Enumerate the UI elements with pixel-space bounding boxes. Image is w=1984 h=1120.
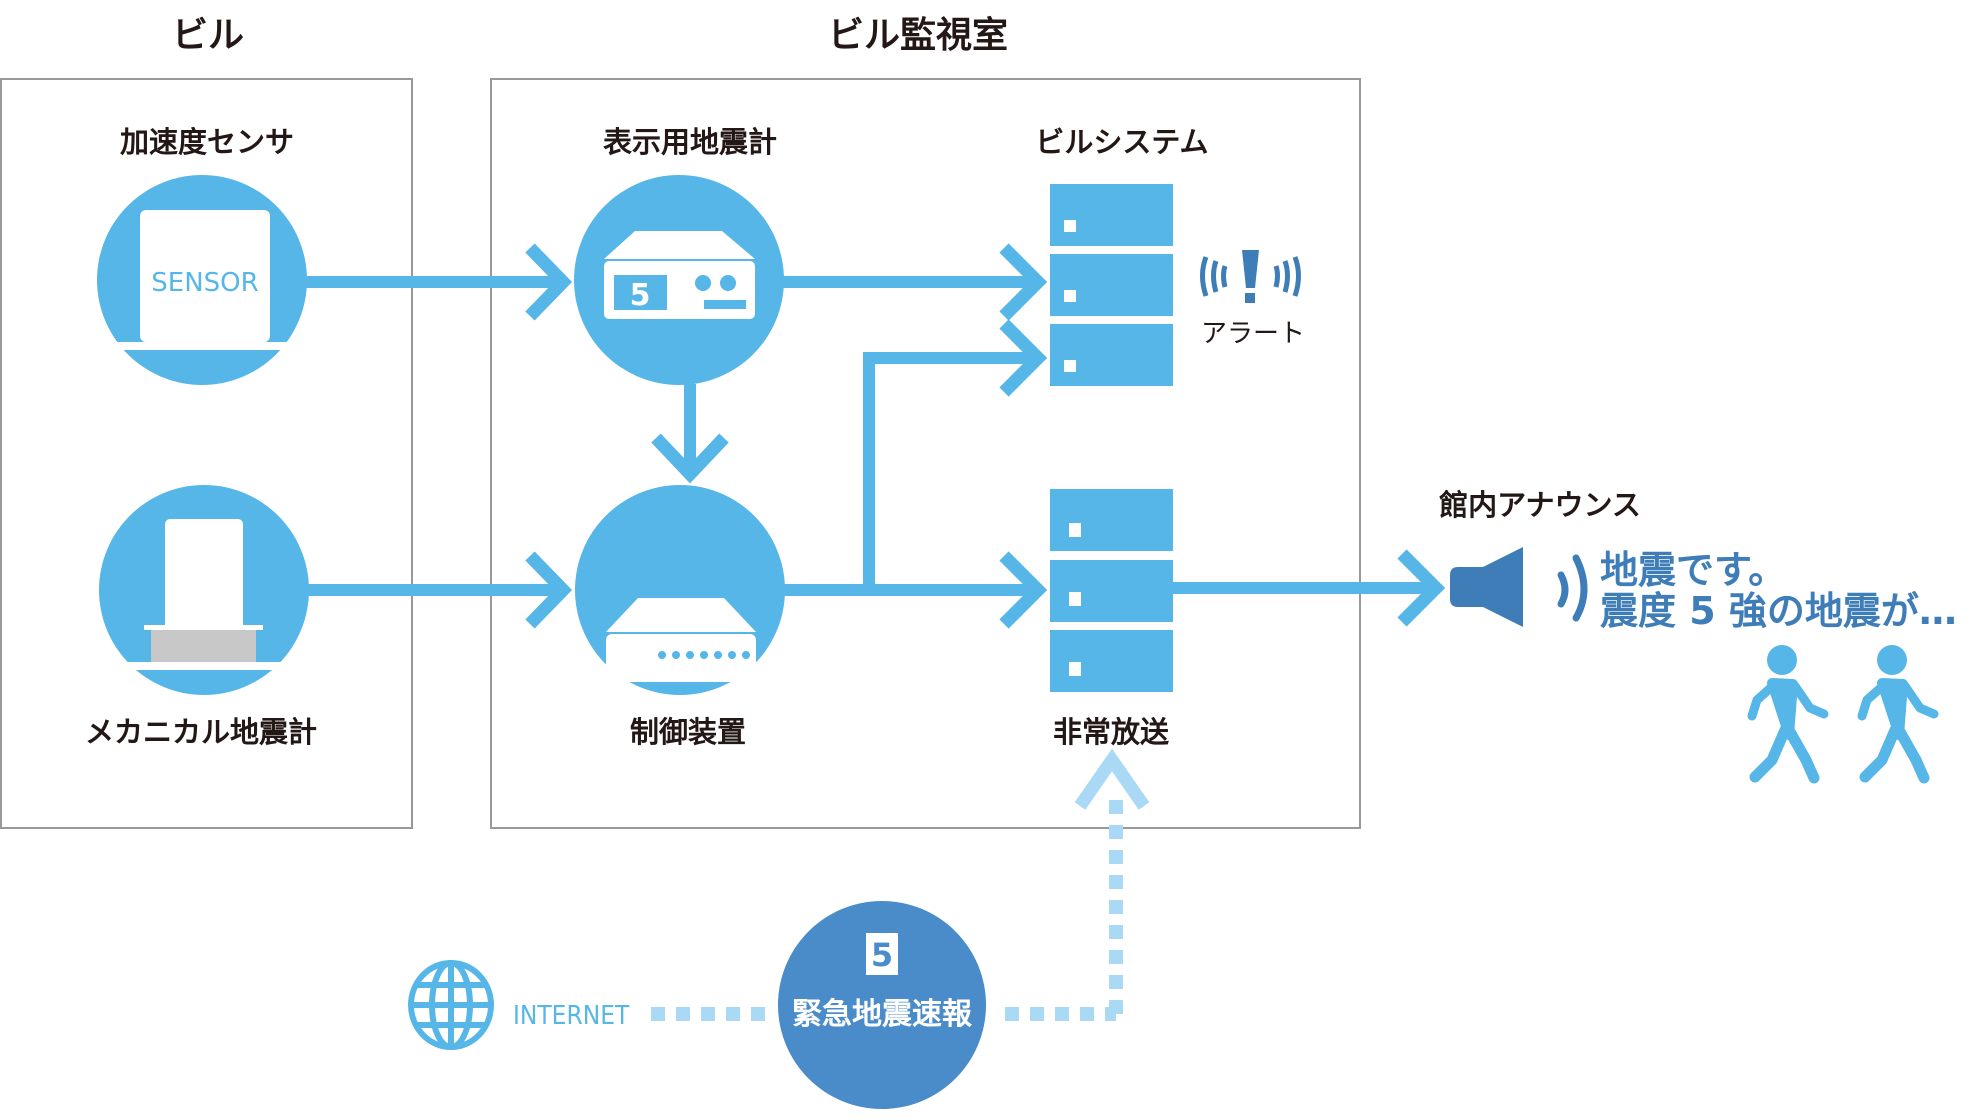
connection-control-to-building-system xyxy=(863,319,1048,590)
sensor-device-text: SENSOR xyxy=(151,268,258,298)
building-section-box xyxy=(0,78,413,829)
building-system-stack xyxy=(1050,184,1173,386)
emergency-broadcast-stack xyxy=(1050,489,1173,692)
emergency-broadcast-label: 非常放送 xyxy=(1053,715,1169,749)
mechanical-seismometer-icon xyxy=(95,485,310,695)
connection-mechanical-to-control xyxy=(300,551,573,629)
internet-label: INTERNET xyxy=(513,1001,630,1031)
building-system-label: ビルシステム xyxy=(1035,125,1208,159)
connection-display-to-control xyxy=(651,384,729,484)
announcement-message-line2: 震度 5 強の地震が… xyxy=(1600,589,1957,633)
sensor-icon: SENSOR xyxy=(95,175,310,385)
display-seismometer-icon: 5 xyxy=(574,175,784,385)
walking-person-icon xyxy=(1857,645,1939,784)
walking-person-icon xyxy=(1747,645,1829,784)
eew-node: 5 緊急地震速報 xyxy=(778,901,986,1109)
globe-icon xyxy=(408,960,494,1050)
alert-label: アラート xyxy=(1201,319,1305,349)
connection-sensor-to-display xyxy=(300,243,573,321)
eew-intensity-value: 5 xyxy=(871,936,893,974)
display-intensity-value: 5 xyxy=(630,278,651,313)
alert-icon xyxy=(1200,250,1301,303)
monitoring-room-section-box xyxy=(490,78,1361,829)
announcement-label: 館内アナウンス xyxy=(1439,488,1641,522)
control-device-icon xyxy=(575,485,785,695)
mechanical-seismometer-label: メカニカル地震計 xyxy=(85,715,317,749)
building-section-title: ビル xyxy=(172,15,244,56)
display-seismometer-label: 表示用地震計 xyxy=(603,125,777,159)
connection-control-to-emergency-broadcast xyxy=(770,551,1048,629)
monitoring-room-section-title: ビル監視室 xyxy=(828,15,1008,56)
connection-eew-to-broadcast xyxy=(1005,748,1150,1021)
announcement-message-line1: 地震です。 xyxy=(1600,548,1786,592)
control-device-indicator-leds xyxy=(658,651,750,659)
eew-label: 緊急地震速報 xyxy=(792,997,973,1032)
connection-display-to-building-system xyxy=(770,243,1048,321)
speaker-icon xyxy=(1450,547,1588,627)
control-device-label: 制御装置 xyxy=(630,715,746,749)
connection-broadcast-to-announcement xyxy=(1173,549,1446,627)
accel-sensor-label: 加速度センサ xyxy=(120,125,294,159)
